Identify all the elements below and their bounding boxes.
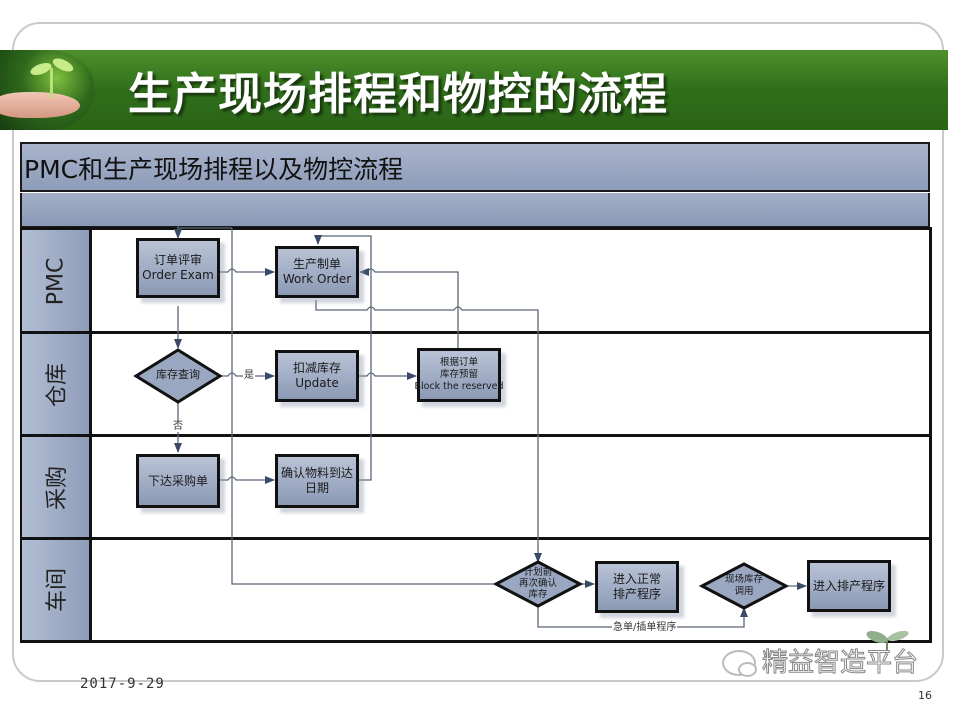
diagram-title: PMC和生产现场排程以及物控流程 — [24, 155, 404, 184]
title-banner — [0, 50, 948, 130]
connector-order-exam-to-work-order — [220, 268, 275, 276]
node-text: 确认物料到达 — [280, 466, 353, 480]
node-text: 计划前 — [523, 567, 553, 578]
diamond-label-onsite: 现场库存 调用 — [712, 574, 776, 598]
node-text: 下达采购单 — [147, 473, 208, 488]
node-enter-scheduling: 进入排产程序 — [807, 560, 891, 612]
node-text: 库存 — [528, 588, 548, 600]
diamond-label-inventory-query: 库存查询 — [156, 368, 200, 381]
node-work-order: 生产制单 Work Order — [275, 246, 359, 298]
node-deduct-inventory: 扣减库存 Update — [275, 350, 359, 402]
hand-shape — [0, 92, 80, 118]
connector-confirm-to-work-order — [314, 235, 372, 481]
lane-divider — [22, 537, 930, 540]
node-issue-po: 下达采购单 — [136, 454, 220, 508]
edge-label-yes: 是 — [243, 370, 255, 381]
lane-label-workshop: 车间 — [22, 540, 92, 640]
diamond-label-recheck: 计划前 再次确认 库存 — [508, 567, 568, 601]
lane-label-purchasing: 采购 — [22, 437, 92, 539]
node-order-exam: 订单评审 Order Exam — [136, 238, 220, 298]
diamond-onsite-inventory — [698, 562, 790, 610]
page-number: 16 — [918, 689, 932, 702]
node-confirm-arrival: 确认物料到达 日期 — [275, 454, 359, 508]
node-text: Block the reserved — [414, 380, 504, 392]
sprout-hand-photo — [0, 50, 95, 130]
lane-divider — [22, 434, 930, 437]
slide-date: 2017-9-29 — [80, 676, 165, 692]
node-text: Order Exam — [142, 268, 214, 282]
diamond-recheck-inventory — [492, 560, 584, 608]
edge-label-no: 否 — [172, 421, 184, 432]
lane-label-warehouse: 仓库 — [22, 334, 92, 436]
subtitle-band — [20, 142, 930, 192]
node-text: Work Order — [282, 272, 352, 286]
lane-divider — [22, 331, 930, 334]
lane-label-pmc: PMC — [22, 230, 92, 332]
diamond-inventory-query — [133, 348, 223, 404]
node-text: 扣减库存 — [292, 361, 341, 375]
node-text: 调用 — [734, 585, 754, 597]
node-text: 库存预留 — [439, 369, 478, 381]
node-text: 日期 — [304, 481, 329, 495]
node-text: 现场库存 — [724, 574, 763, 585]
connector-work-order-to-recheck — [315, 300, 542, 563]
node-reserve-inventory: 根据订单 库存预留 Block the reserved — [414, 348, 504, 402]
sprout-stem — [50, 68, 53, 98]
sprout-icon — [866, 630, 909, 650]
connector-reserve-to-work-order — [359, 268, 459, 348]
wechat-icon — [722, 650, 757, 677]
node-text: 进入正常 — [612, 572, 661, 586]
slide-title: 生产现场排程和物控的流程 — [128, 69, 668, 120]
connector-rail-to-recheck — [231, 228, 498, 585]
node-text: 订单评审 — [153, 253, 202, 267]
slide-frame — [12, 22, 944, 682]
node-text: 进入排产程序 — [812, 578, 885, 593]
watermark-text: 精益智造平台 — [761, 648, 919, 679]
node-text: 再次确认 — [518, 577, 557, 589]
node-text: Update — [295, 376, 339, 390]
edge-label-rush-order: 急单/插单程序 — [612, 622, 678, 633]
connector-po-to-confirm — [220, 476, 275, 484]
node-text: 生产制单 — [292, 257, 341, 271]
connector-deduct-to-reserve — [358, 372, 417, 380]
node-text: 排产程序 — [612, 587, 661, 601]
watermark: 精益智造平台 — [722, 648, 919, 679]
node-normal-scheduling: 进入正常 排产程序 — [595, 561, 679, 613]
node-text: 根据订单 — [439, 357, 478, 369]
